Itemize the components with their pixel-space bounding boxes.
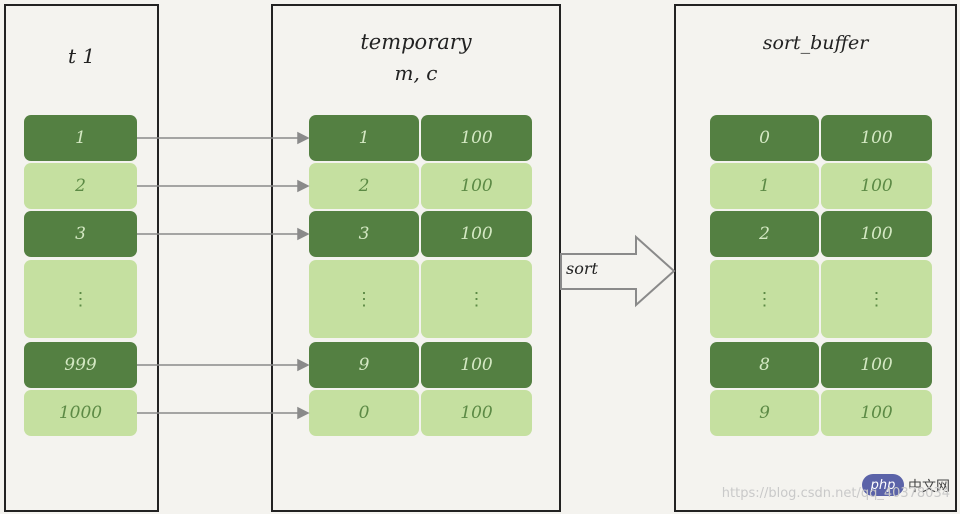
sort-arrow-label: sort — [566, 259, 598, 278]
t1-title: t 1 — [67, 44, 96, 68]
t1-row: 3 — [24, 211, 137, 257]
t1-row: 1 — [24, 115, 137, 161]
temporary-m-cell: 3 — [309, 211, 419, 257]
temporary-m-cell: 1 — [309, 115, 419, 161]
temporary-m-cell: 0 — [309, 390, 419, 436]
sort-buffer-key-cell: 2 — [710, 211, 819, 257]
temporary-c-cell: 100 — [421, 115, 532, 161]
t1-row-ellipsis: ⋮ — [24, 260, 137, 338]
temporary-m-ellipsis: ⋮ — [309, 260, 419, 338]
temporary-title: temporary — [360, 30, 472, 54]
sort-buffer-key-cell: 8 — [710, 342, 819, 388]
sort-buffer-value-cell: 100 — [821, 342, 932, 388]
temporary-m-cell: 9 — [309, 342, 419, 388]
sort-buffer-value-ellipsis: ⋮ — [821, 260, 932, 338]
t1-row: 2 — [24, 163, 137, 209]
temporary-c-cell: 100 — [421, 211, 532, 257]
sort-buffer-value-cell: 100 — [821, 211, 932, 257]
temporary-c-ellipsis: ⋮ — [421, 260, 532, 338]
php-logo: php — [862, 474, 904, 496]
sort-buffer-key-cell: 1 — [710, 163, 819, 209]
sort-buffer-value-cell: 100 — [821, 390, 932, 436]
sort-buffer-key-ellipsis: ⋮ — [710, 260, 819, 338]
row-arrow-head — [297, 179, 310, 193]
t1-row: 1000 — [24, 390, 137, 436]
t1-row: 999 — [24, 342, 137, 388]
sort-block-arrow — [560, 234, 676, 308]
row-arrow-head — [297, 406, 310, 420]
temporary-columns: m, c — [394, 61, 438, 85]
sort-buffer-value-cell: 100 — [821, 163, 932, 209]
watermark: https://blog.csdn.net/qq_40378034 — [721, 486, 950, 501]
sort-buffer-value-cell: 100 — [821, 115, 932, 161]
row-arrow-head — [297, 358, 310, 372]
temporary-c-cell: 100 — [421, 163, 532, 209]
php-logo-text: 中文网 — [908, 479, 950, 495]
temporary-c-cell: 100 — [421, 390, 532, 436]
temporary-c-cell: 100 — [421, 342, 532, 388]
temporary-m-cell: 2 — [309, 163, 419, 209]
row-arrow-head — [297, 227, 310, 241]
row-arrow-head — [297, 131, 310, 145]
sort-buffer-title: sort_buffer — [762, 32, 869, 54]
sort-buffer-key-cell: 9 — [710, 390, 819, 436]
sort-buffer-key-cell: 0 — [710, 115, 819, 161]
